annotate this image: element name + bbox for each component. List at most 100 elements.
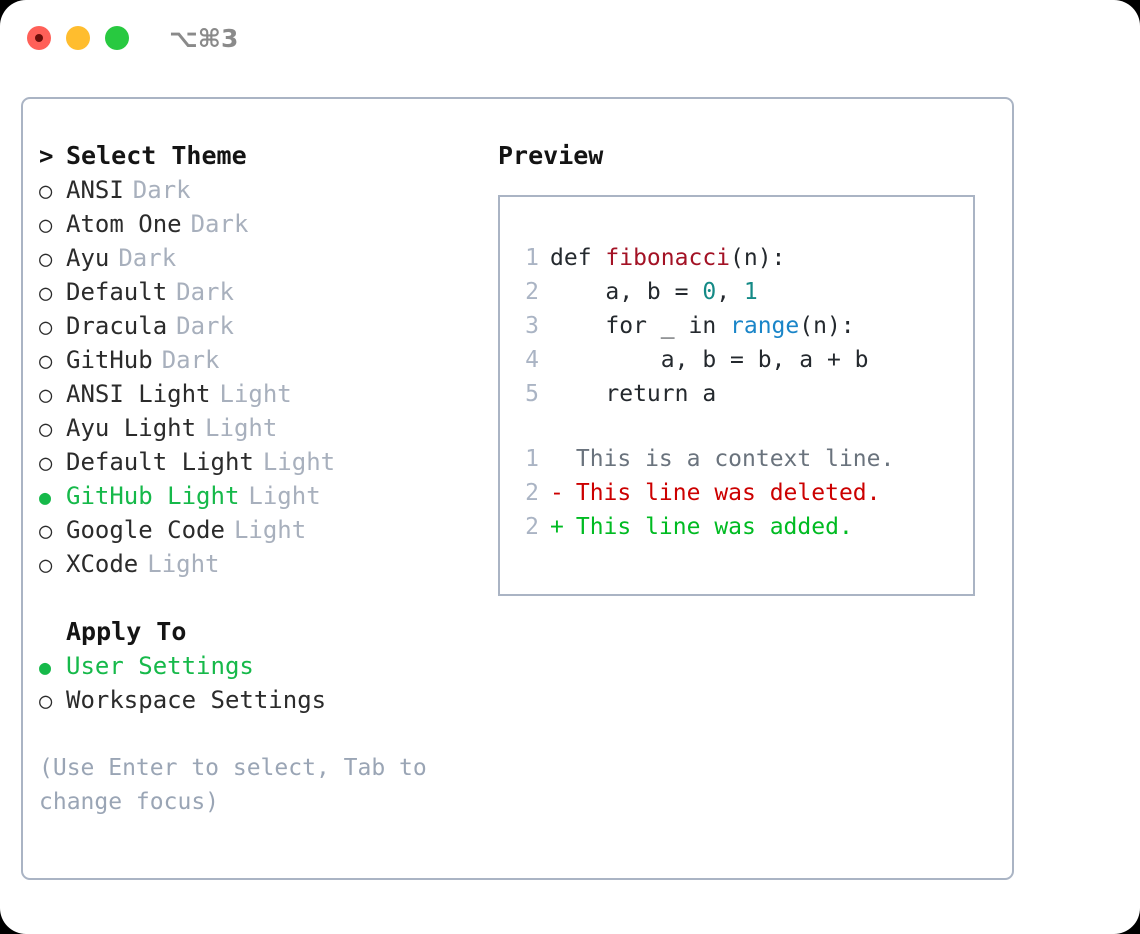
diff-text: - This line was deleted. bbox=[550, 476, 881, 510]
line-number: 3 bbox=[525, 313, 539, 339]
theme-list-item[interactable]: ○ Ayu Dark bbox=[39, 241, 489, 275]
theme-name: XCode bbox=[66, 550, 139, 578]
theme-name: Default Light bbox=[66, 448, 254, 476]
apply-to-option[interactable]: ○Workspace Settings bbox=[39, 683, 489, 717]
radio-unselected-icon: ○ bbox=[39, 315, 53, 340]
radio-selected-icon: ● bbox=[39, 655, 52, 679]
line-number: 2 bbox=[525, 279, 539, 305]
theme-category: Light bbox=[219, 380, 292, 408]
title-bar: ⌥⌘3 bbox=[0, 0, 1140, 78]
code-token: def bbox=[550, 245, 606, 271]
diff-text: This is a context line. bbox=[550, 442, 895, 476]
code-line: 2 a, b = 0, 1 bbox=[515, 275, 969, 309]
theme-list-item[interactable]: ○ Default Light Light bbox=[39, 445, 489, 479]
apply-to-section: ○Apply To ● User Settings ○Workspace Setti… bbox=[39, 615, 489, 717]
theme-name: ANSI Light bbox=[66, 380, 211, 408]
theme-category: Light bbox=[205, 414, 278, 442]
diff-lines: 1 This is a context line.2- This line wa… bbox=[515, 442, 969, 544]
theme-name: ANSI bbox=[66, 176, 124, 204]
diff-text: + This line was added. bbox=[550, 510, 853, 544]
theme-name: Google Code bbox=[66, 516, 225, 544]
radio-unselected-icon: ○ bbox=[39, 383, 53, 408]
apply-to-label: User Settings bbox=[66, 652, 254, 680]
theme-name: GitHub bbox=[66, 346, 153, 374]
code-text: def fibonacci(n): bbox=[550, 241, 785, 275]
code-token: 0 bbox=[702, 279, 717, 305]
diff-line: 2- This line was deleted. bbox=[515, 476, 969, 510]
theme-list-item[interactable]: ○ Atom One Dark bbox=[39, 207, 489, 241]
theme-name: Dracula bbox=[66, 312, 168, 340]
code-token: (n): bbox=[799, 313, 855, 339]
theme-category: Dark bbox=[118, 244, 177, 272]
apply-to-option[interactable]: ● User Settings bbox=[39, 649, 489, 683]
diff-line: 2 + This line was added. bbox=[515, 510, 969, 544]
theme-category: Light bbox=[262, 448, 336, 476]
radio-unselected-icon: ○ bbox=[39, 213, 53, 238]
theme-name: Ayu Light bbox=[66, 414, 197, 442]
code-token: for _ in bbox=[550, 313, 731, 339]
window-controls bbox=[27, 26, 129, 50]
code-line: 5 return a bbox=[515, 377, 969, 411]
theme-name: Atom One bbox=[66, 210, 182, 238]
theme-list-item[interactable]: ○ GitHub Dark bbox=[39, 343, 489, 377]
minimize-button[interactable] bbox=[66, 26, 90, 50]
diff-sign bbox=[550, 442, 562, 476]
theme-category: Light bbox=[147, 550, 220, 578]
theme-list-item[interactable]: ○ Dracula Dark bbox=[39, 309, 489, 343]
theme-category: Dark bbox=[190, 210, 249, 238]
code-token: 1 bbox=[743, 279, 758, 305]
select-theme-title: Select Theme bbox=[66, 141, 247, 170]
radio-unselected-icon: ○ bbox=[39, 451, 53, 476]
theme-category: Light bbox=[233, 516, 307, 544]
prompt-caret-icon: > bbox=[39, 142, 54, 170]
line-number: 4 bbox=[525, 347, 539, 373]
code-token: (n): bbox=[730, 245, 786, 271]
radio-unselected-icon: ○ bbox=[39, 349, 53, 374]
theme-name: Default bbox=[66, 278, 168, 306]
diff-sign: - bbox=[550, 480, 564, 506]
code-token: , bbox=[716, 279, 744, 305]
code-token: a, b = bbox=[550, 279, 703, 305]
spacer-icon: ○ bbox=[39, 617, 66, 651]
theme-list-item[interactable]: ○ Default Dark bbox=[39, 275, 489, 309]
apply-to-list: ● User Settings ○Workspace Settings bbox=[39, 649, 489, 717]
keyboard-hint-text: (Use Enter to select, Tab to change focu… bbox=[39, 755, 427, 815]
code-token: return a bbox=[550, 381, 717, 407]
select-theme-heading: > Select Theme bbox=[39, 139, 489, 173]
theme-category: Dark bbox=[176, 312, 234, 340]
line-number: 2 bbox=[525, 514, 539, 540]
line-number: 1 bbox=[525, 245, 539, 271]
code-line: 4 a, b = b, a + b bbox=[515, 343, 969, 377]
diff-sign: + bbox=[550, 514, 564, 540]
code-text: return a bbox=[550, 377, 716, 411]
theme-list-item[interactable]: ○ Ayu Light Light bbox=[39, 411, 489, 445]
close-button[interactable] bbox=[27, 26, 51, 50]
zoom-button[interactable] bbox=[105, 26, 129, 50]
theme-category: Dark bbox=[176, 278, 234, 306]
radio-unselected-icon: ○ bbox=[39, 281, 53, 306]
line-number: 5 bbox=[525, 381, 539, 407]
apply-to-label: Workspace Settings bbox=[66, 686, 327, 714]
theme-category: Light bbox=[248, 482, 321, 510]
theme-name: Ayu bbox=[66, 244, 110, 272]
radio-unselected-icon: ○ bbox=[39, 553, 53, 578]
theme-list-item[interactable]: ○ XCode Light bbox=[39, 547, 489, 581]
code-token: fibonacci bbox=[605, 245, 731, 271]
keyboard-shortcut-label: ⌥⌘3 bbox=[169, 24, 239, 53]
apply-to-title: Apply To bbox=[66, 617, 187, 646]
code-line: 3 for _ in range(n): bbox=[515, 309, 969, 343]
theme-category: Dark bbox=[161, 346, 220, 374]
code-text: a, b = 0, 1 bbox=[550, 275, 758, 309]
radio-unselected-icon: ○ bbox=[39, 417, 53, 442]
radio-unselected-icon: ○ bbox=[39, 247, 53, 272]
code-text: a, b = b, a + b bbox=[550, 343, 869, 377]
theme-list-item[interactable]: ○ ANSI Light Light bbox=[39, 377, 489, 411]
